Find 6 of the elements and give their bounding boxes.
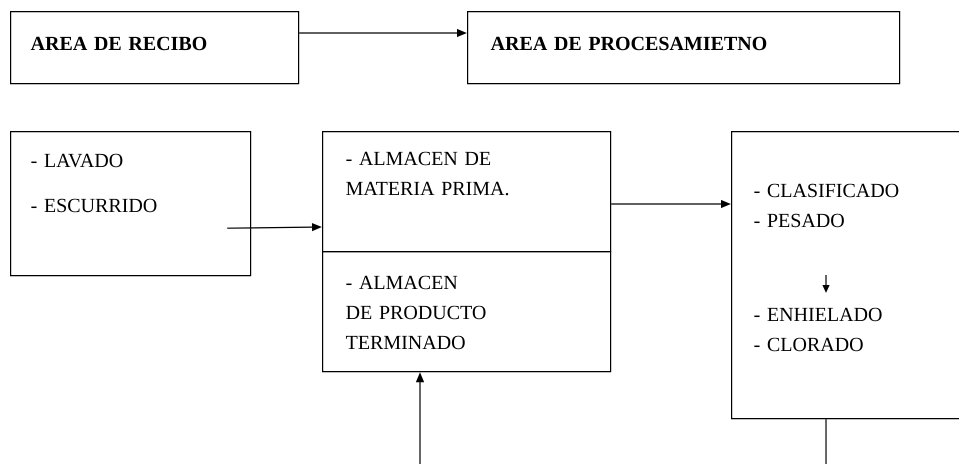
storage-box: - ALMACEN DE MATERIA PRIMA. (322, 131, 612, 252)
process-box: - CLASIFICADO - PESADO - ENHIELADO - CLORADO (731, 131, 959, 420)
area-box: AREA DE RECIBO (10, 11, 300, 84)
process-box: - LAVADO - ESCURRIDO (10, 131, 252, 276)
storage-box: - ALMACEN DE PRODUCTO TERMINADO (322, 251, 612, 372)
area-box: AREA DE PROCESAMIETNO (467, 11, 900, 84)
